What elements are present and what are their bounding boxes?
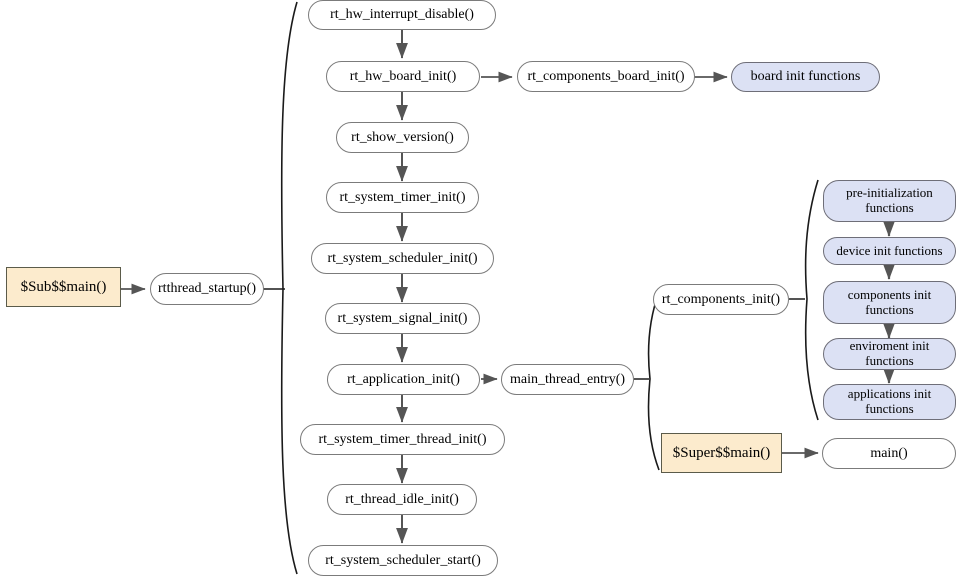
node-rt-components-board-init[interactable]: rt_components_board_init() — [517, 61, 695, 92]
node-rt-system-timer-thread-init[interactable]: rt_system_timer_thread_init() — [300, 424, 505, 455]
node-label: enviroment init functions — [849, 338, 930, 368]
node-rt-hw-board-init[interactable]: rt_hw_board_init() — [326, 61, 480, 92]
node-label: rt_application_init() — [347, 371, 460, 387]
node-label: rt_system_scheduler_start() — [325, 552, 481, 568]
node-board-init-functions[interactable]: board init functions — [731, 62, 880, 92]
node-label: board init functions — [750, 69, 861, 85]
node-label: rt_system_timer_thread_init() — [318, 431, 487, 447]
node-label: rt_components_init() — [661, 291, 781, 307]
node-rt-show-version[interactable]: rt_show_version() — [336, 122, 469, 153]
node-sub-main[interactable]: $Sub$$main() — [6, 267, 121, 307]
node-label: rt_thread_idle_init() — [345, 491, 459, 507]
node-label: rt_show_version() — [351, 129, 454, 145]
node-super-main-label: $Super$$main() — [672, 444, 771, 461]
node-label: rt_system_signal_init() — [337, 310, 468, 326]
node-label: device init functions — [836, 242, 943, 258]
node-label: rt_system_scheduler_init() — [327, 250, 478, 266]
node-rt-components-init[interactable]: rt_components_init() — [653, 284, 789, 315]
node-label: rt_system_timer_init() — [339, 189, 466, 205]
node-sub-main-label: $Sub$$main() — [20, 278, 107, 295]
node-rt-application-init[interactable]: rt_application_init() — [327, 364, 480, 395]
node-rt-hw-interrupt-disable[interactable]: rt_hw_interrupt_disable() — [308, 0, 496, 30]
node-rt-system-scheduler-start[interactable]: rt_system_scheduler_start() — [308, 545, 498, 576]
node-main-thread-entry[interactable]: main_thread_entry() — [501, 364, 634, 395]
brace-main-thread-entry — [647, 291, 660, 471]
node-rt-system-scheduler-init[interactable]: rt_system_scheduler_init() — [311, 243, 494, 274]
node-pre-initialization-functions[interactable]: pre-initialization functions — [823, 180, 956, 222]
node-rtthread-startup[interactable]: rtthread_startup() — [150, 273, 264, 305]
node-main[interactable]: main() — [822, 438, 956, 469]
node-label: rt_hw_board_init() — [349, 68, 457, 84]
node-label: main() — [870, 445, 908, 461]
node-label: pre-initialization functions — [846, 185, 933, 215]
brace-component-stages — [804, 179, 819, 421]
node-label: main_thread_entry() — [509, 371, 626, 387]
node-label: rt_hw_interrupt_disable() — [330, 7, 474, 23]
node-rt-system-timer-init[interactable]: rt_system_timer_init() — [326, 182, 479, 213]
node-rtthread-startup-label: rtthread_startup() — [158, 281, 256, 297]
node-label: applications init functions — [847, 386, 932, 416]
node-enviroment-init-functions[interactable]: enviroment init functions — [823, 338, 956, 370]
node-components-init-functions[interactable]: components init functions — [823, 281, 956, 324]
brace-startup-sequence — [280, 1, 298, 575]
node-applications-init-functions[interactable]: applications init functions — [823, 384, 956, 420]
node-device-init-functions[interactable]: device init functions — [823, 237, 956, 265]
node-label: components init functions — [847, 286, 932, 317]
node-rt-system-signal-init[interactable]: rt_system_signal_init() — [325, 303, 480, 334]
node-label: rt_components_board_init() — [527, 68, 685, 84]
node-rt-thread-idle-init[interactable]: rt_thread_idle_init() — [327, 484, 477, 515]
node-super-main[interactable]: $Super$$main() — [661, 433, 782, 473]
